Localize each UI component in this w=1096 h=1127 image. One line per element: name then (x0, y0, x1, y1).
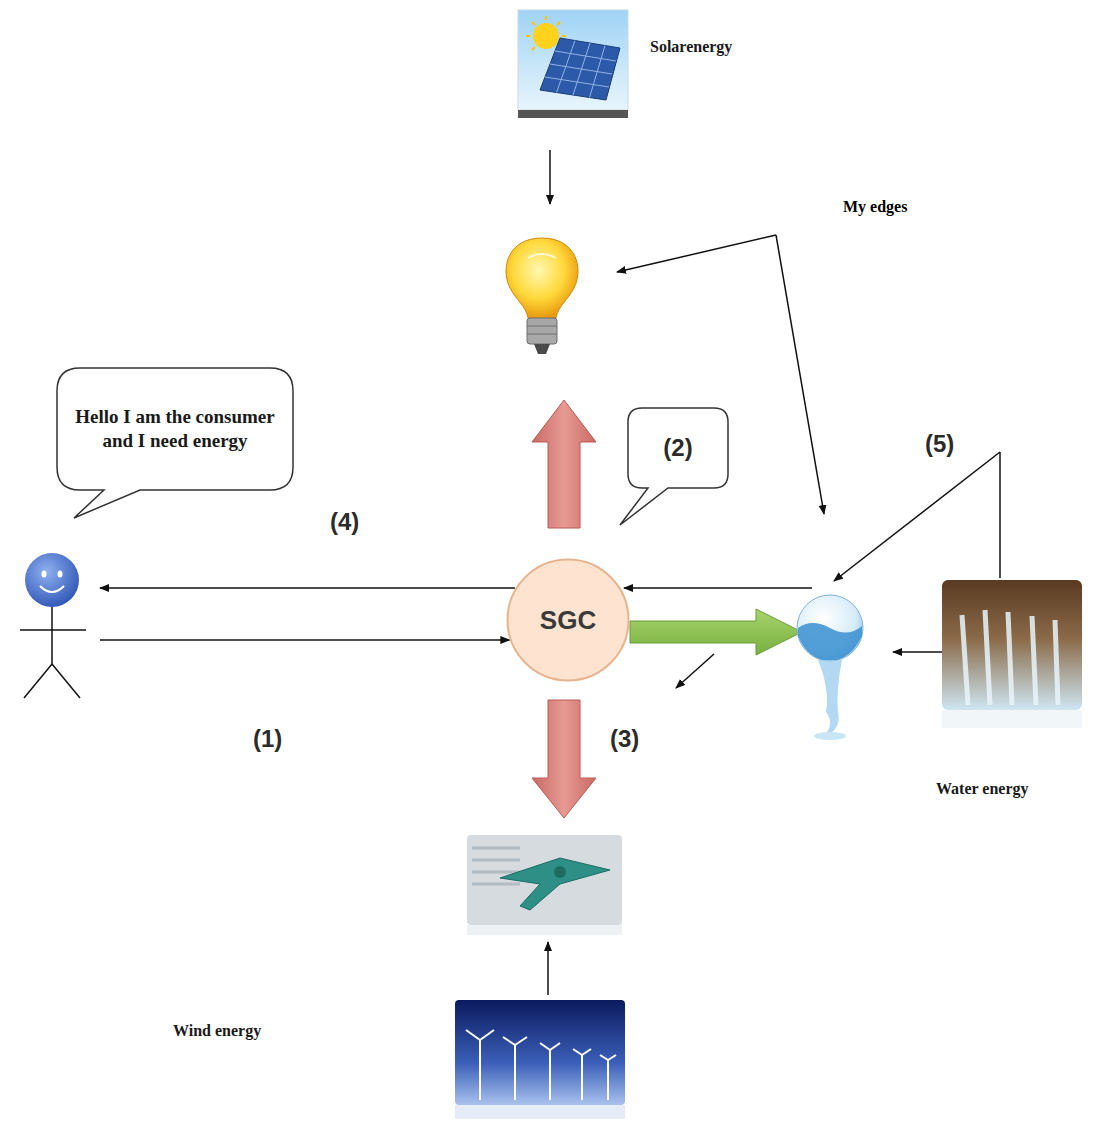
outline (620, 408, 728, 525)
callout-number: (1) (253, 725, 282, 753)
flow-arrow (630, 609, 802, 655)
controller-circle: SGC (506, 558, 630, 682)
speech-text: Hello I am the consumer and I need energ… (75, 405, 275, 453)
solar-arrow (549, 150, 551, 204)
callout-number: (4) (330, 508, 359, 536)
node-label: SGC (540, 605, 596, 636)
water-drop-icon (797, 595, 863, 740)
speech-bubble (57, 368, 293, 518)
callout-bubble: (2) (628, 408, 728, 488)
flow-line (547, 942, 549, 995)
flow-line (893, 651, 942, 653)
note-label: My edges (843, 198, 907, 216)
wind-farm-icon (455, 1000, 625, 1119)
callout-number: (2) (663, 434, 692, 462)
source-label: Solarenergy (650, 38, 732, 56)
connector-arrow (100, 639, 509, 641)
connector-arrow (100, 587, 515, 589)
source-label: Wind energy (173, 1022, 261, 1040)
consumer-node: Hello I am the consumer and I need energ… (18, 548, 100, 700)
turbine-icon (467, 835, 622, 935)
source-label: Water energy (936, 780, 1029, 798)
leader-line (676, 654, 714, 688)
bulb-icon (506, 238, 578, 354)
wind-node: Wind energy (455, 1000, 625, 1105)
solar-node: Solarenergy (518, 10, 628, 118)
callout-number: (3) (610, 725, 639, 753)
leader-line (834, 452, 1000, 581)
leader-line (617, 235, 776, 272)
outline (508, 560, 629, 681)
flow-arrow (532, 400, 596, 528)
solar-icon (518, 10, 628, 118)
leader-line (999, 452, 1001, 578)
leader-line (776, 235, 824, 514)
waterfall-icon (942, 580, 1082, 728)
flow-line (624, 587, 812, 589)
consumer-figure (20, 553, 86, 698)
flow-arrow (532, 700, 596, 818)
water-node: Water energy (942, 580, 1082, 710)
callout-number: (5) (925, 430, 954, 458)
